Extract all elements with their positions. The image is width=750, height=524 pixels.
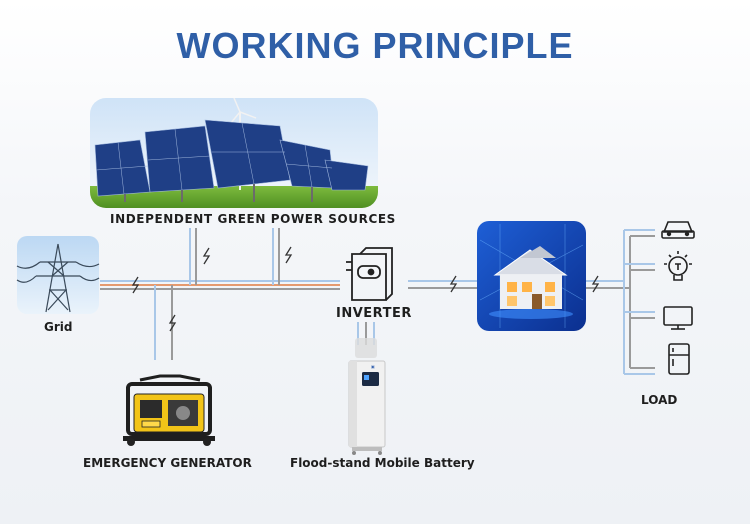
generator-image bbox=[123, 374, 215, 446]
lightning-icon bbox=[591, 275, 600, 293]
house-icon bbox=[489, 246, 573, 319]
sources-drop-lines bbox=[189, 228, 280, 285]
load-label: LOAD bbox=[641, 393, 678, 407]
lightbulb-icon bbox=[664, 251, 692, 281]
inverter-icon bbox=[346, 247, 393, 301]
smart-house-image bbox=[477, 221, 586, 331]
monitor-icon bbox=[663, 306, 693, 330]
sources-label: INDEPENDENT GREEN POWER SOURCES bbox=[110, 212, 396, 226]
lightning-icon bbox=[131, 276, 140, 294]
page-title: WORKING PRINCIPLE bbox=[176, 25, 574, 66]
lightning-markers bbox=[131, 246, 600, 332]
battery-label: Flood-stand Mobile Battery bbox=[290, 456, 475, 470]
green-sources-image bbox=[90, 98, 378, 208]
generator-label: EMERGENCY GENERATOR bbox=[83, 456, 252, 470]
grid-inverter-bus bbox=[100, 280, 340, 290]
lightning-icon bbox=[284, 246, 293, 264]
car-icon bbox=[661, 221, 695, 239]
lightning-icon bbox=[202, 247, 211, 265]
grid-label: Grid bbox=[44, 320, 73, 334]
inverter-label: INVERTER bbox=[336, 306, 412, 321]
battery-image: ▣ bbox=[348, 338, 386, 455]
grid-tower-image bbox=[16, 236, 100, 314]
lightning-icon bbox=[168, 314, 177, 332]
solar-panel-icon bbox=[94, 119, 369, 197]
power-tower-icon bbox=[16, 243, 100, 313]
load-icons bbox=[661, 221, 695, 375]
house-load-bus bbox=[586, 229, 655, 375]
lightning-icon bbox=[449, 275, 458, 293]
refrigerator-icon bbox=[668, 343, 690, 375]
inverter-house-bus bbox=[408, 280, 478, 289]
generator-drop-lines bbox=[154, 285, 173, 360]
svg-text:▣: ▣ bbox=[371, 364, 375, 369]
